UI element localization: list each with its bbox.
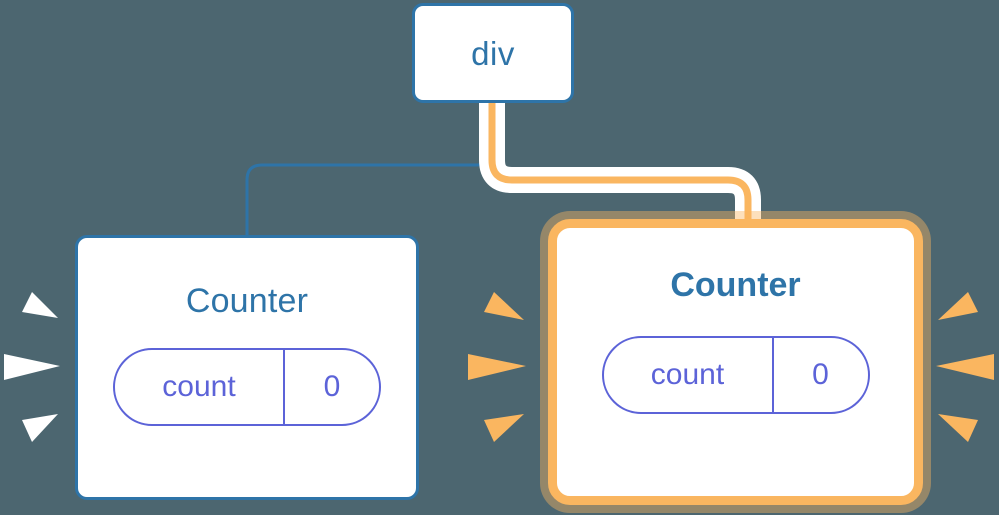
sparkle-ray-icon — [22, 292, 58, 318]
sparkle-ray-icon — [22, 414, 58, 442]
sparkle-ray-icon — [484, 292, 524, 320]
edge-div-to-counter-left — [245, 103, 494, 237]
sparkle-ray-icon — [938, 414, 978, 442]
sparkle-ray-icon — [938, 292, 978, 320]
sparkle-ray-icon — [936, 354, 994, 380]
node-counter-right[interactable]: Counter count 0 — [548, 219, 923, 505]
state-key: count — [650, 358, 725, 391]
node-counter-right-label: Counter — [670, 266, 801, 304]
state-value: 0 — [771, 338, 868, 412]
state-key: count — [162, 370, 236, 403]
sparkle-ray-icon — [4, 354, 60, 380]
sparkle-rays-right-counter-right-side — [936, 292, 994, 442]
sparkle-rays-right-counter-left-side — [468, 292, 526, 442]
node-div-label: div — [471, 34, 515, 72]
node-counter-left-label: Counter — [185, 282, 309, 320]
state-value: 0 — [283, 350, 379, 424]
node-div[interactable]: div — [412, 3, 574, 103]
sparkle-ray-icon — [468, 354, 526, 380]
sparkle-rays-left-counter — [4, 292, 60, 442]
edge-div-to-counter-right — [488, 103, 752, 240]
node-counter-left[interactable]: Counter count 0 — [75, 235, 419, 500]
sparkle-ray-icon — [484, 414, 524, 442]
state-pill-counter-right: count 0 — [601, 336, 870, 414]
state-pill-counter-left: count 0 — [113, 348, 381, 426]
